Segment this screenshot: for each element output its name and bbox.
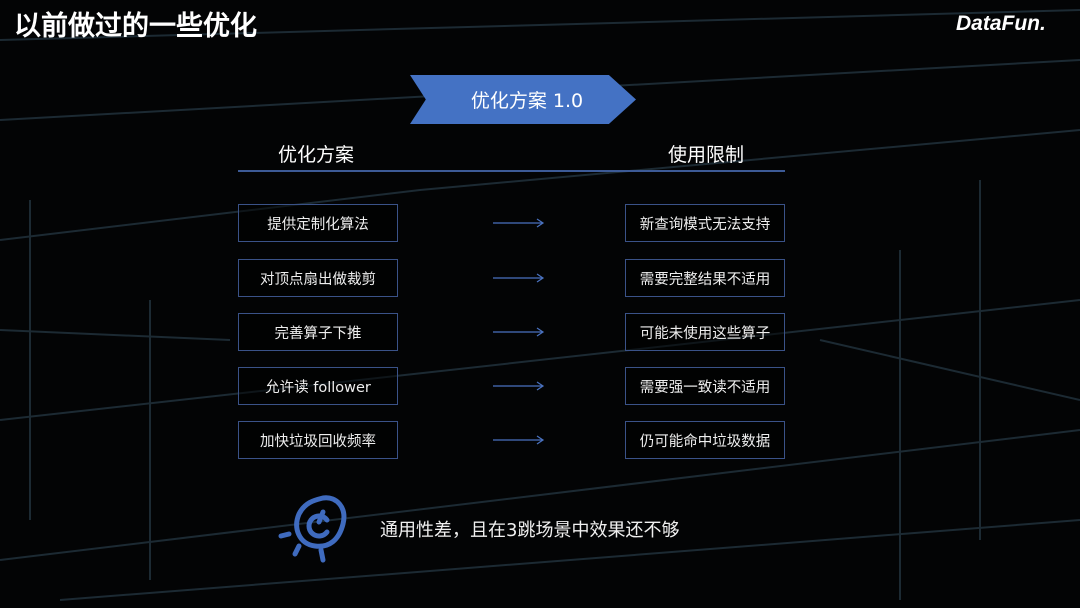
plan-item: 完善算子下推 [238, 313, 398, 351]
plan-item: 允许读 follower [238, 367, 398, 405]
plan-item: 提供定制化算法 [238, 204, 398, 242]
datafun-logo: DataFun. [956, 12, 1046, 35]
page-title: 以前做过的一些优化 [14, 11, 257, 42]
lightbulb-icon [278, 495, 347, 563]
limit-item: 新查询模式无法支持 [625, 204, 785, 242]
limit-item: 仍可能命中垃圾数据 [625, 421, 785, 459]
arrow-icon [493, 218, 545, 228]
arrow-icon [493, 273, 545, 283]
limit-item: 可能未使用这些算子 [625, 313, 785, 351]
section-banner: 优化方案 1.0 [410, 75, 636, 124]
arrow-icon [493, 381, 545, 391]
plan-item: 对顶点扇出做裁剪 [238, 259, 398, 297]
conclusion-note: 通用性差，且在3跳场景中效果还不够 [380, 520, 680, 541]
arrow-icon [493, 435, 545, 445]
arrow-icon [493, 327, 545, 337]
limit-item: 需要强一致读不适用 [625, 367, 785, 405]
header-plan: 优化方案 [277, 144, 354, 166]
plan-item: 加快垃圾回收频率 [238, 421, 398, 459]
header-limit: 使用限制 [667, 144, 744, 166]
limit-item: 需要完整结果不适用 [625, 259, 785, 297]
header-divider [238, 170, 785, 172]
